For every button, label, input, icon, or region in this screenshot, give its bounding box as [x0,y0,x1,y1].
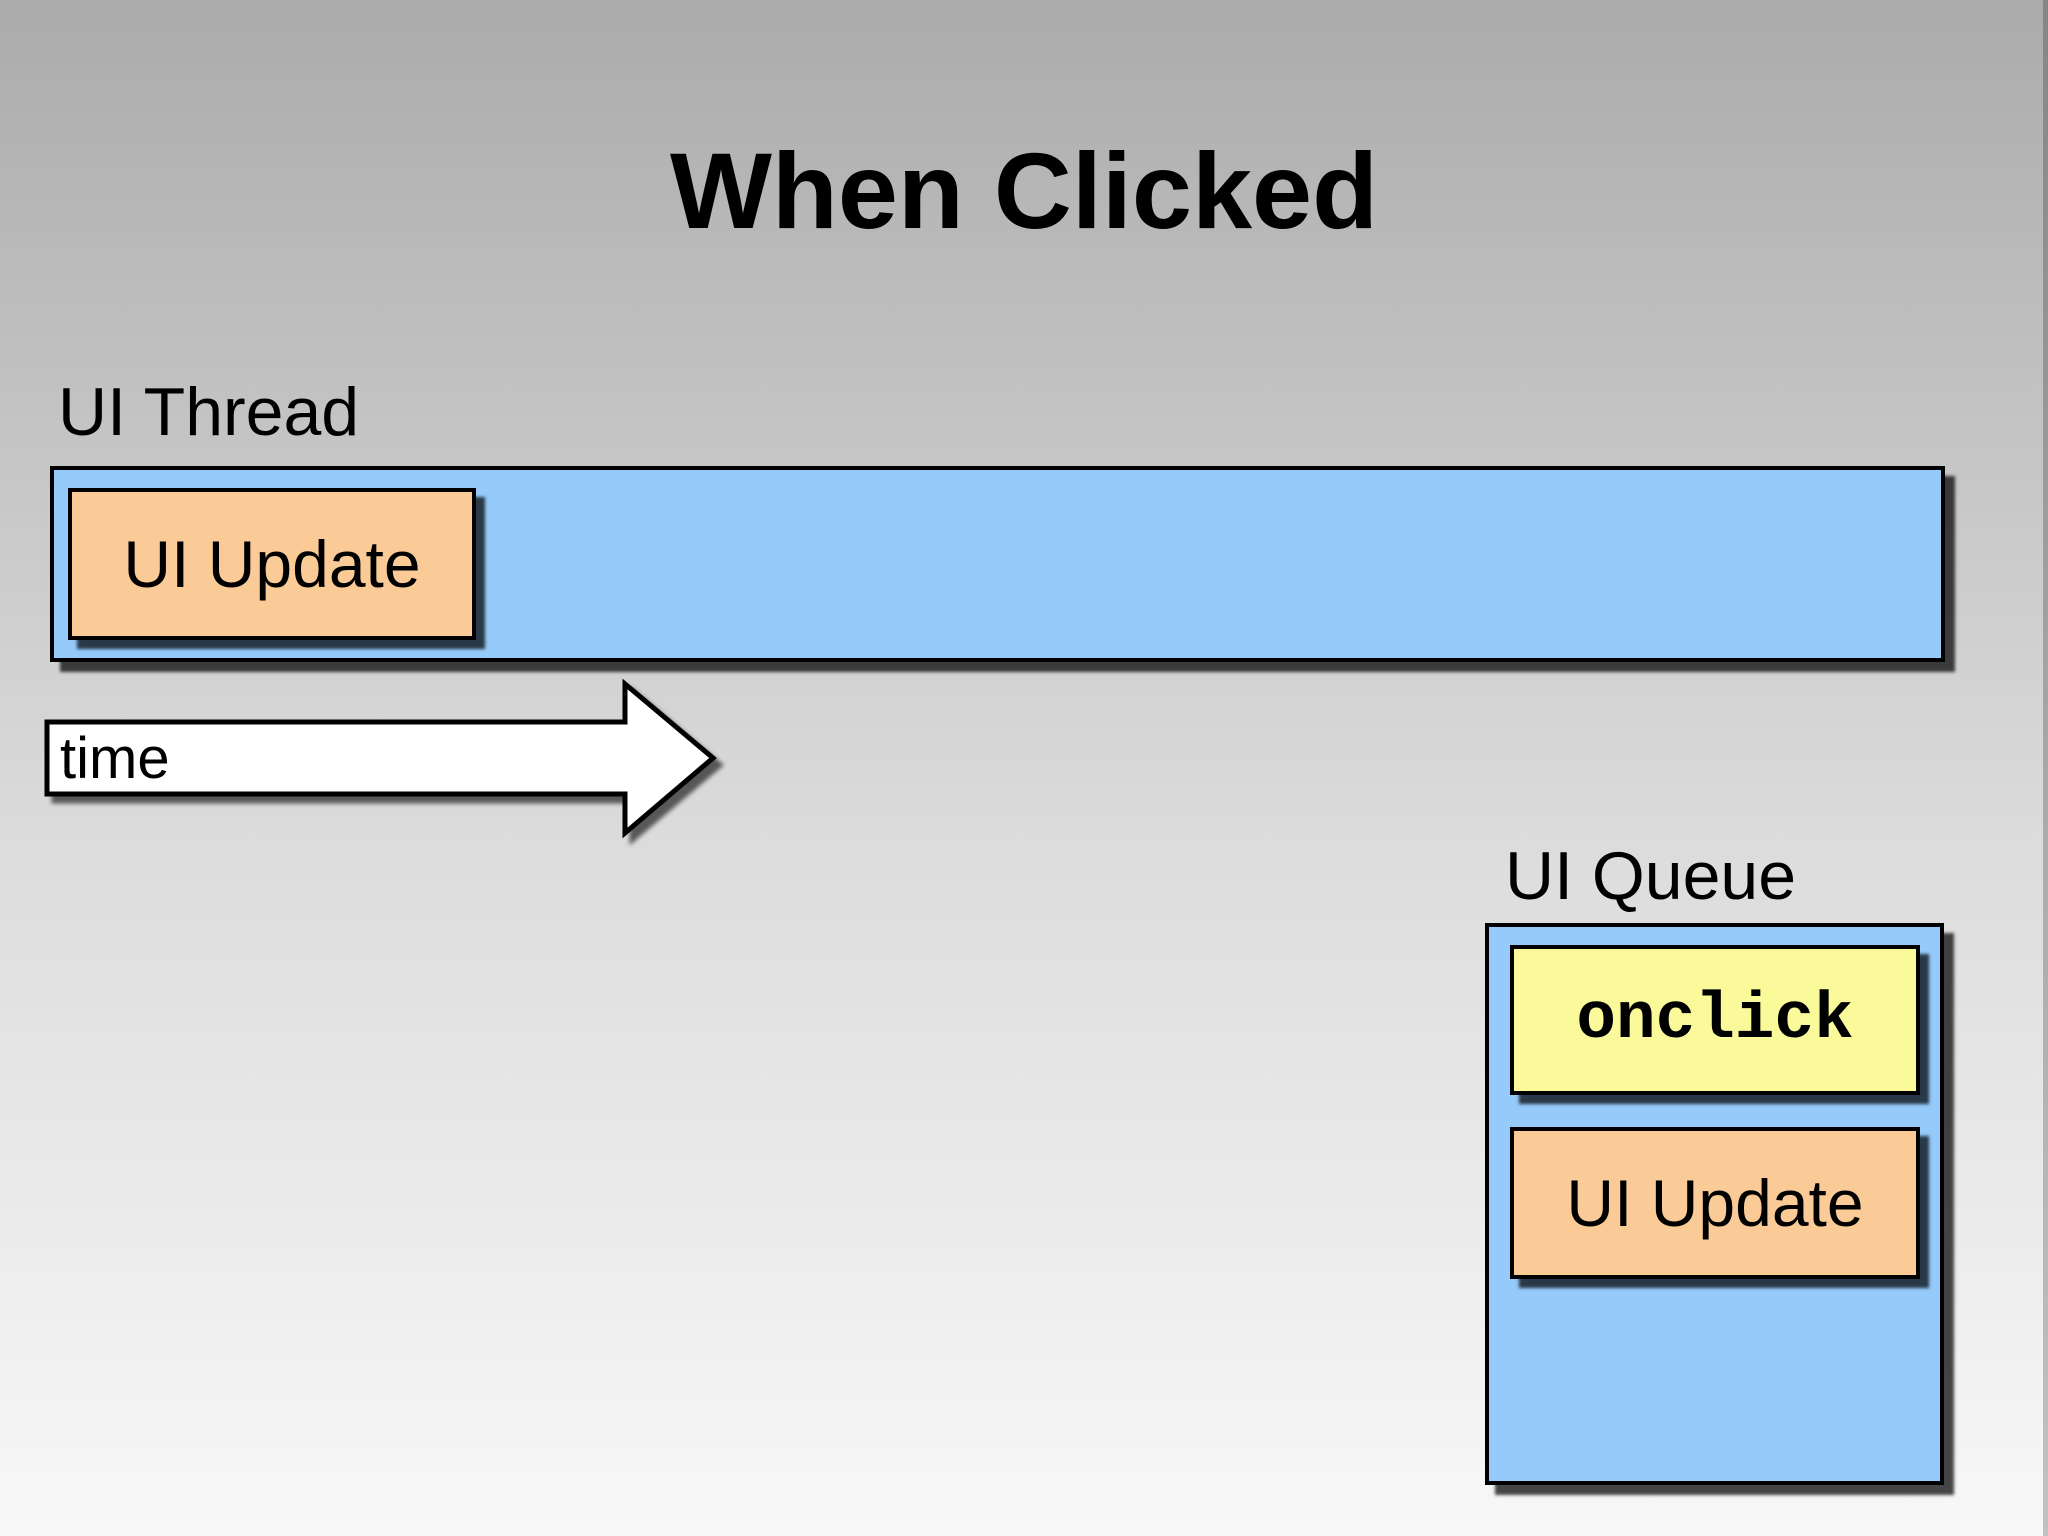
ui-thread-label: UI Thread [58,374,360,450]
queued-ui-update-task-label: UI Update [1566,1166,1864,1240]
right-arrow-shape [44,678,717,839]
queued-ui-update-task-box: UI Update [1510,1127,1920,1279]
ui-thread-running-task-label: UI Update [123,527,421,601]
screen-right-edge-shade [2043,0,2048,1536]
queued-onclick-event-label: onclick [1576,982,1854,1057]
slide-title: When Clicked [669,130,1379,251]
queued-onclick-event-box: onclick [1510,945,1920,1095]
ui-queue-label: UI Queue [1505,838,1797,914]
ui-thread-running-task-box: UI Update [68,488,476,640]
time-axis-label: time [60,726,170,791]
time-arrow-icon [44,678,717,839]
